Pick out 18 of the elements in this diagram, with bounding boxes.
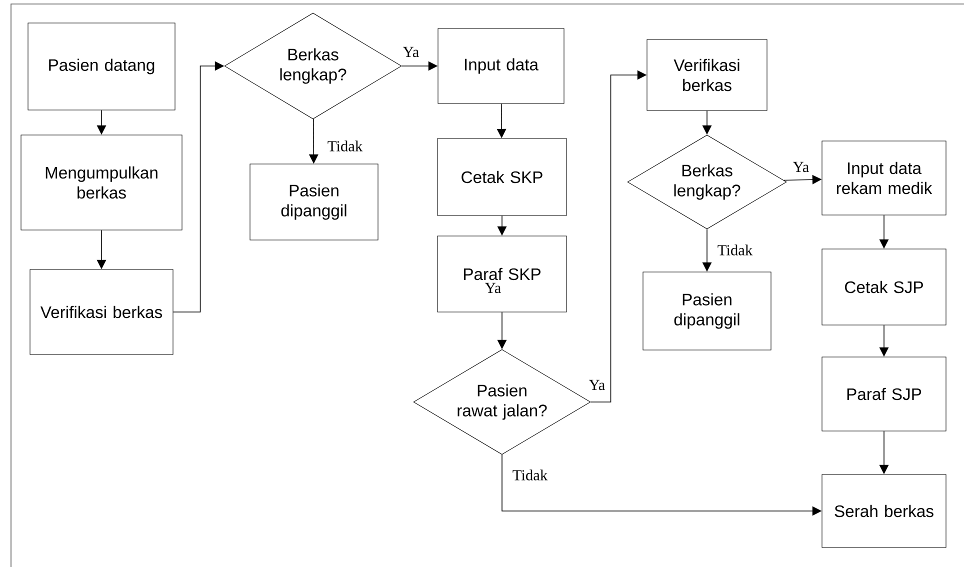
process-box: Pasien dipanggil	[250, 164, 378, 240]
note-label: Ya	[485, 282, 501, 294]
edge-label: Tidak	[716, 243, 754, 257]
process-box: Cetak SJP	[822, 248, 946, 326]
process-box: Pasien datang	[28, 22, 176, 110]
process-box: Pasien dipanggil	[642, 272, 772, 350]
process-box: Verifikasi berkas	[30, 269, 174, 355]
edge-label: Tidak	[511, 468, 549, 482]
process-box: Mengumpulkan berkas	[20, 134, 182, 230]
edge-label: Ya	[402, 46, 420, 58]
process-box: Verifikasi berkas	[646, 39, 768, 111]
edge-label: Ya	[792, 160, 810, 174]
edge-label: Tidak	[326, 139, 364, 153]
process-box: Serah berkas	[822, 474, 946, 548]
process-box: Cetak SKP	[437, 138, 567, 216]
process-box: Paraf SJP	[822, 356, 946, 432]
process-box: Input data	[438, 28, 564, 104]
process-box: Input data rekam medik	[822, 140, 946, 216]
